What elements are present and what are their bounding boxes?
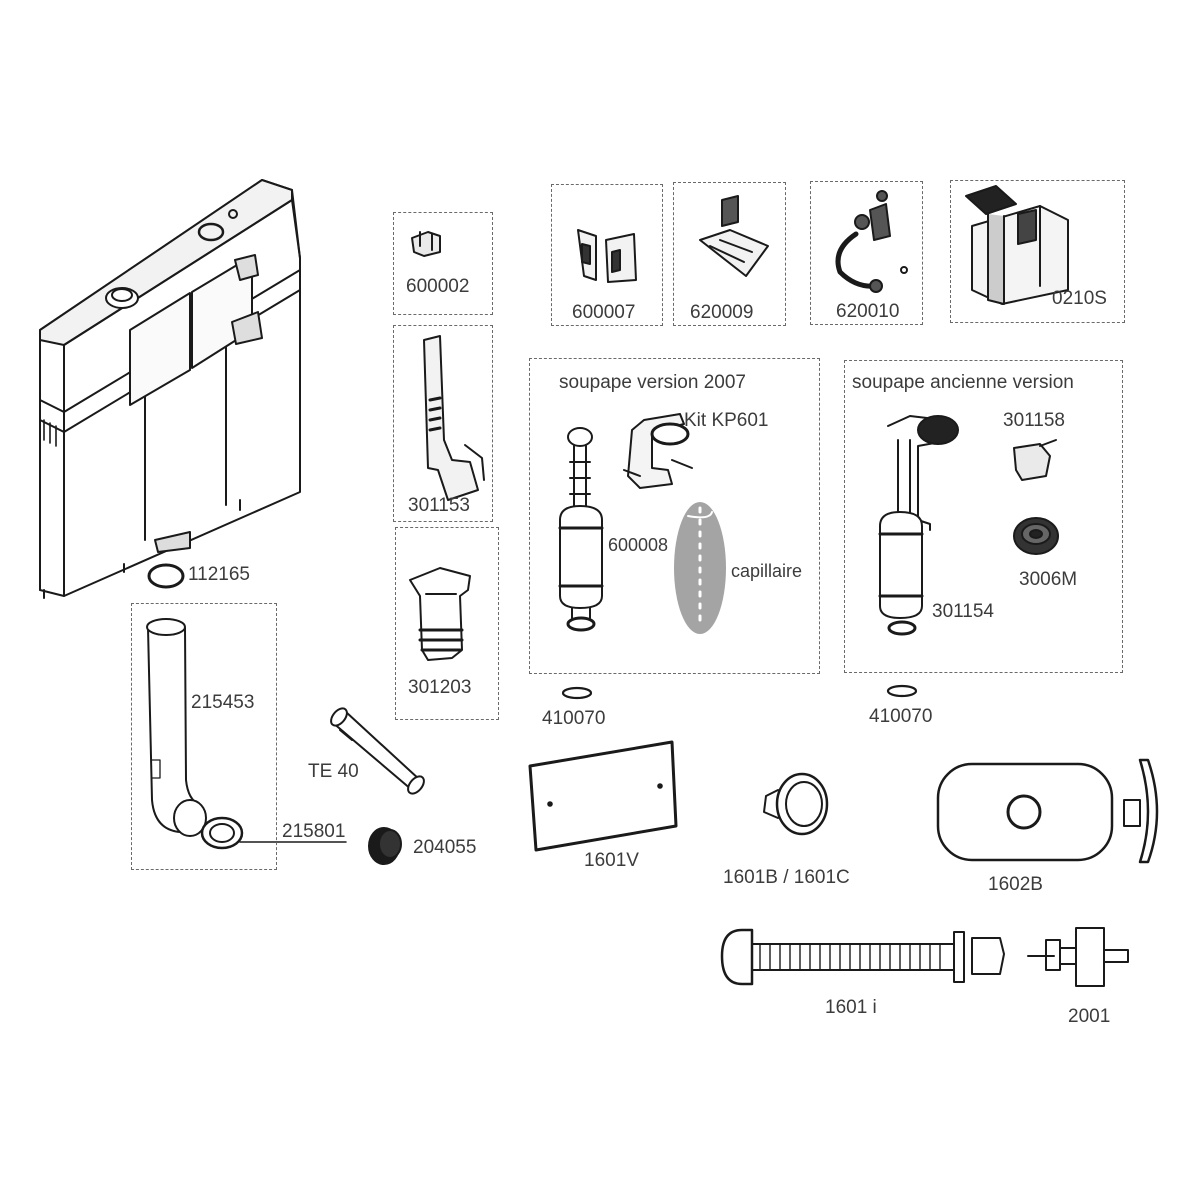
kit-kp601: [623, 413, 693, 489]
flush-pipe: [146, 618, 207, 837]
washer-410070-a: [561, 686, 593, 700]
group-box-0210s: [950, 180, 1125, 323]
label-301153: 301153: [408, 495, 470, 516]
group-title-valve-old: soupape ancienne version: [852, 372, 1074, 393]
rod-301153: [423, 335, 485, 501]
group-box-620010: [810, 181, 923, 325]
label-600008: 600008: [608, 535, 669, 555]
group-box-301153: [393, 325, 493, 522]
washer-410070-b: [886, 684, 918, 698]
group-title-valve-2007: soupape version 2007: [559, 372, 746, 393]
seal-3006m: [1013, 517, 1059, 555]
label-301154: 301154: [932, 601, 994, 622]
label-2001: 2001: [1068, 1006, 1111, 1027]
label-112165: 112165: [188, 564, 250, 585]
group-box-valve-2007: [529, 358, 820, 674]
label-capillaire: capillaire: [731, 561, 803, 581]
label-1601v: 1601V: [584, 850, 639, 871]
side-view-1602b: [1123, 758, 1159, 864]
label-600007: 600007: [572, 302, 636, 323]
filter-301203: [409, 567, 471, 661]
plate-1602b: [936, 762, 1114, 862]
hose-620010: [835, 190, 908, 293]
flush-valve-600008: [558, 427, 604, 632]
label-1601i: 1601 i: [825, 997, 877, 1018]
te40-tube: [330, 707, 425, 795]
flush-valve-301154: [878, 415, 959, 636]
group-box-301203: [395, 527, 499, 720]
label-301158: 301158: [1003, 410, 1065, 431]
plate-1601v: [528, 740, 678, 852]
brackets-600007: [577, 229, 637, 283]
o-ring-112165: [147, 563, 185, 589]
label-kit-kp601: Kit KP601: [684, 410, 769, 431]
label-215801: 215801: [282, 821, 346, 842]
label-0210s: 0210S: [1052, 288, 1107, 309]
label-1601bc: 1601B / 1601C: [723, 867, 850, 888]
push-rod-1601i: [720, 928, 1005, 986]
clip-600002: [411, 231, 441, 257]
clip-301158: [1013, 439, 1057, 481]
label-620010: 620010: [836, 301, 900, 322]
group-box-valve-old: [844, 360, 1123, 673]
label-3006m: 3006M: [1019, 569, 1078, 590]
label-215453: 215453: [191, 692, 255, 713]
label-204055: 204055: [413, 837, 477, 858]
button-1601bc: [763, 772, 829, 836]
group-box-600007: [551, 184, 663, 326]
cistern-tank: [39, 179, 301, 599]
label-1602b: 1602B: [988, 874, 1043, 895]
label-te40: TE 40: [308, 761, 359, 782]
group-box-flush-pipe: [131, 603, 277, 870]
label-620009: 620009: [690, 302, 754, 323]
capillary-tube: [674, 502, 726, 634]
label-410070-a: 410070: [542, 708, 606, 729]
bracket-620009: [699, 195, 769, 277]
group-box-620009: [673, 182, 786, 326]
label-410070-b: 410070: [869, 706, 933, 727]
label-301203: 301203: [408, 677, 472, 698]
pipe-seal-215801: [200, 816, 244, 850]
group-box-600002: [393, 212, 493, 315]
fill-valve-0210s: [965, 185, 1069, 305]
valve-2001: [1027, 927, 1129, 987]
label-600002: 600002: [406, 276, 470, 297]
black-seal-204055: [368, 827, 402, 865]
